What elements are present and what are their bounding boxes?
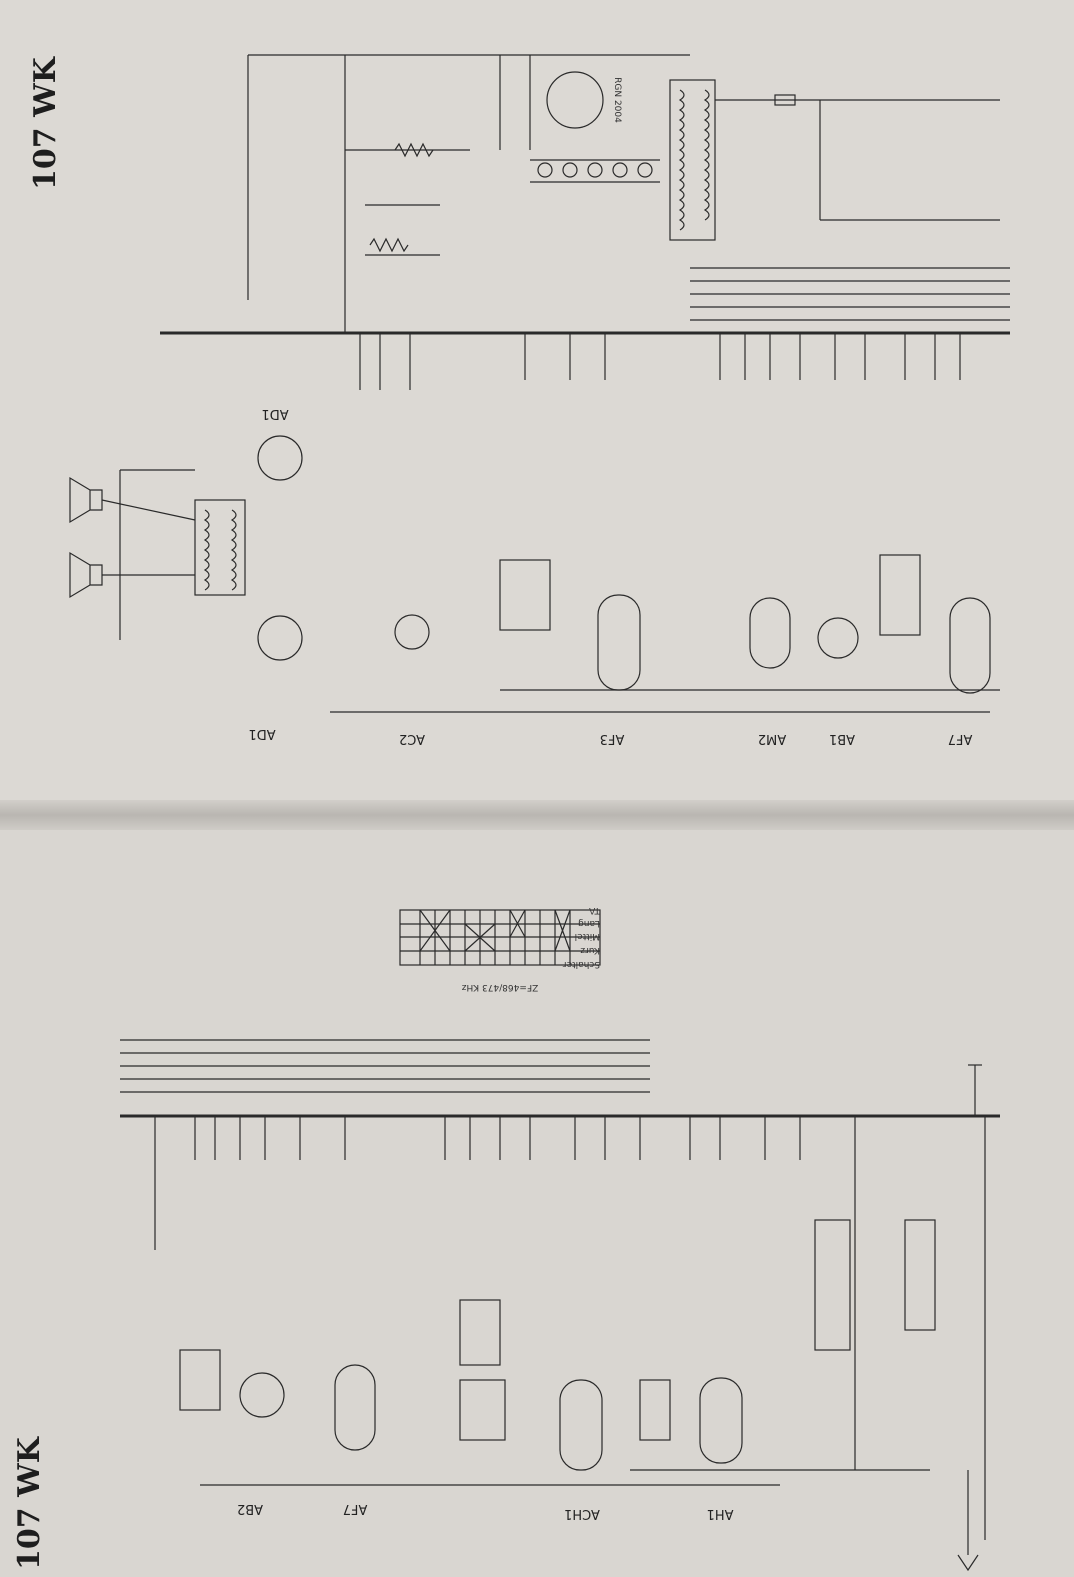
tube-af7-lower xyxy=(334,1364,376,1451)
tube-ach1 xyxy=(559,1379,603,1471)
speaker-a xyxy=(69,476,103,524)
tube-ad1-a xyxy=(257,435,303,481)
tube-label-am2: AM2 xyxy=(758,731,786,746)
tube-ac2 xyxy=(394,614,430,650)
tube-af7-upper xyxy=(949,597,991,694)
tube-label-ad1-2: AD1 xyxy=(261,406,288,421)
speaker-b xyxy=(69,551,103,599)
output-transformer xyxy=(194,499,246,596)
tube-label-ah1: AH1 xyxy=(707,1506,734,1521)
tube-ah1 xyxy=(699,1377,743,1464)
upper-page xyxy=(0,0,1074,815)
rectifier-label: RGN 2004 xyxy=(612,77,622,123)
tube-label-af7-upper: AF7 xyxy=(948,731,973,746)
tube-label-ad1-1: AD1 xyxy=(248,726,275,741)
antenna-symbol xyxy=(957,1554,979,1572)
lower-page xyxy=(0,822,1074,1577)
tube-ab2 xyxy=(239,1372,285,1418)
tube-am2 xyxy=(749,597,791,669)
zf-note: ZF=468/473 KHz xyxy=(461,982,538,992)
tube-label-ac2: AC2 xyxy=(399,731,425,746)
tube-af3 xyxy=(597,594,641,691)
tube-ad1-b xyxy=(257,615,303,661)
switch-row-mittel: Mittel xyxy=(575,931,600,941)
power-transformer xyxy=(669,79,716,241)
page-fold xyxy=(0,800,1074,830)
switch-row-lang: Lang xyxy=(578,918,600,928)
switch-row-kurz: Kurz xyxy=(580,945,600,955)
tube-label-ach1: ACH1 xyxy=(564,1506,600,1521)
rectifier-tube xyxy=(546,71,604,129)
tube-ab1 xyxy=(817,617,859,659)
tube-label-ab2: AB2 xyxy=(237,1501,263,1516)
tube-label-af7-lower: AF7 xyxy=(343,1501,368,1516)
switch-table-header: Schalter xyxy=(563,959,600,969)
tube-label-ab1: AB1 xyxy=(829,731,855,746)
switch-table-grid xyxy=(399,909,601,966)
switch-row-ta: TA xyxy=(588,905,601,915)
tube-label-af3: AF3 xyxy=(600,731,625,746)
